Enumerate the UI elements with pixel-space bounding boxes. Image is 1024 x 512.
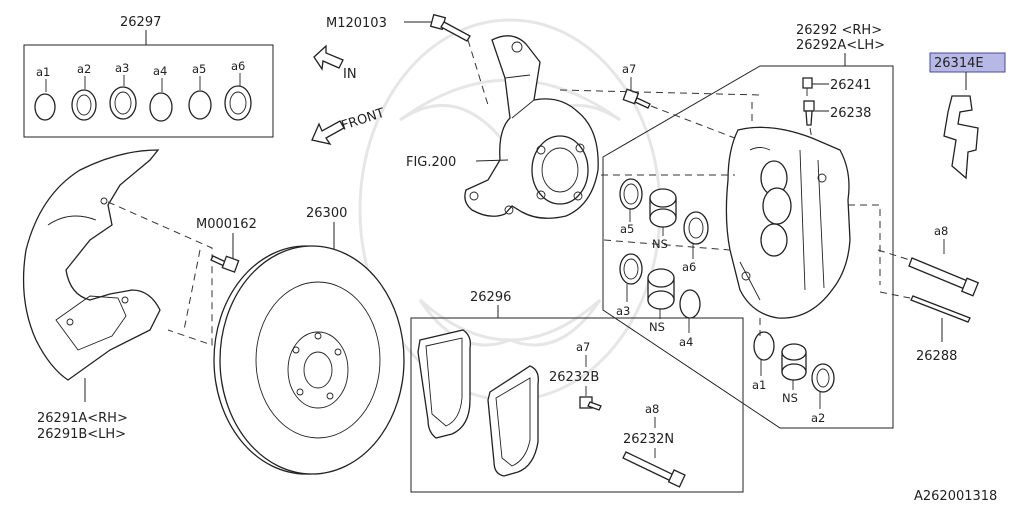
callout-a6-caliper: a6 bbox=[682, 260, 696, 274]
callout-a4-caliper: a4 bbox=[679, 335, 693, 349]
brake-pad-group: 26296 a7 26232B a8 26232N bbox=[410, 290, 744, 493]
ns-label-upper: NS bbox=[652, 237, 668, 251]
brake-pad-inner bbox=[417, 329, 471, 439]
knuckle-bolt-icon bbox=[429, 13, 471, 42]
callout-a7-top: a7 bbox=[622, 62, 636, 76]
callout-a3: a3 bbox=[115, 61, 129, 75]
piston-upper bbox=[649, 188, 677, 228]
part-26300-label: 26300 bbox=[306, 206, 347, 221]
guide-pin-group: a8 26288 bbox=[877, 224, 980, 364]
seal-a6 bbox=[683, 211, 709, 245]
seal-ring-a2 bbox=[71, 89, 97, 121]
caliper-body bbox=[725, 126, 851, 319]
callout-a4: a4 bbox=[153, 64, 167, 78]
front-arrow-icon bbox=[311, 120, 345, 145]
callout-a5: a5 bbox=[192, 62, 206, 76]
caliper-rh-label: 26292 <RH> bbox=[796, 23, 882, 38]
part-m000162-label: M000162 bbox=[196, 217, 257, 232]
part-26232n-label: 26232N bbox=[623, 432, 674, 447]
in-label: IN bbox=[343, 67, 357, 82]
part-m120103-label: M120103 bbox=[326, 16, 387, 31]
callout-a3-caliper: a3 bbox=[616, 304, 630, 318]
callout-a7-pad: a7 bbox=[576, 340, 590, 354]
seal-ring-a6 bbox=[224, 85, 252, 121]
part-26314e-highlight bbox=[929, 52, 1006, 73]
pad-bolt-icon bbox=[579, 396, 602, 411]
diagram-id: A262001318 bbox=[914, 489, 997, 504]
caliper-assembly-group: 26292 <RH> 26292A<LH> 26241 26238 a7 bbox=[559, 23, 894, 429]
part-26291a-label: 26291A<RH> bbox=[37, 411, 128, 426]
ns-label-lower: NS bbox=[649, 320, 665, 334]
part-26288-label: 26288 bbox=[916, 349, 957, 364]
seal-a3 bbox=[619, 253, 643, 285]
dust-cover-shield bbox=[22, 149, 161, 381]
part-26314e-group: 26314E bbox=[929, 52, 1006, 180]
callout-a2-caliper: a2 bbox=[811, 411, 825, 425]
steering-knuckle: M120103 FIG.200 bbox=[326, 13, 599, 219]
seal-a1-caliper bbox=[753, 331, 775, 361]
bleeder-screw-icon bbox=[803, 100, 815, 126]
seal-a4 bbox=[679, 289, 701, 319]
callout-a8-right: a8 bbox=[934, 224, 948, 238]
callout-a5-caliper: a5 bbox=[620, 222, 634, 236]
seal-a2-caliper bbox=[811, 363, 835, 393]
callout-a8-pad: a8 bbox=[645, 402, 659, 416]
pad-box-frame bbox=[410, 317, 744, 493]
bleeder-cap-icon bbox=[802, 77, 813, 96]
callout-a6: a6 bbox=[231, 59, 245, 73]
pad-pin-26288-icon bbox=[910, 295, 971, 323]
brake-rotor-group: 26300 bbox=[213, 206, 405, 475]
part-26291b-label: 26291B<LH> bbox=[37, 427, 126, 442]
dust-cover-group: 26291A<RH> 26291B<LH> bbox=[22, 149, 213, 442]
seal-kit-group: 26297 a1 a2 a3 a4 a5 a6 bbox=[23, 15, 274, 138]
cover-bolt-icon bbox=[221, 255, 240, 273]
seal-ring-a1 bbox=[34, 93, 56, 121]
piston-lower bbox=[647, 268, 675, 310]
brake-pad-outer bbox=[487, 365, 539, 477]
front-label: FRONT bbox=[340, 106, 387, 134]
part-26241-label: 26241 bbox=[830, 78, 871, 93]
callout-a1-caliper: a1 bbox=[752, 378, 766, 392]
caliper-lh-label: 26292A<LH> bbox=[796, 38, 885, 53]
piston-right bbox=[781, 343, 807, 381]
part-26296-label: 26296 bbox=[470, 290, 511, 305]
seal-ring-a3 bbox=[109, 86, 137, 120]
caliper-box-frame bbox=[602, 65, 894, 429]
callout-a1: a1 bbox=[36, 65, 50, 79]
ns-label-right: NS bbox=[782, 391, 798, 405]
callout-a2: a2 bbox=[77, 62, 91, 76]
caliper-bolt-a7-icon bbox=[622, 88, 651, 109]
part-26232b-label: 26232B bbox=[549, 370, 599, 385]
seal-ring-a5 bbox=[188, 90, 212, 120]
part-26238-label: 26238 bbox=[830, 106, 871, 121]
cover-bolt-group: M000162 bbox=[196, 217, 257, 273]
seal-ring-a4 bbox=[149, 92, 173, 122]
part-26297-label: 26297 bbox=[120, 15, 161, 30]
in-arrow-icon bbox=[313, 44, 344, 71]
guide-pin-a8-icon bbox=[908, 257, 971, 291]
seal-a5 bbox=[619, 178, 643, 210]
part-26314e-label: 26314E bbox=[934, 56, 984, 71]
pad-pin-26232n-icon bbox=[622, 451, 677, 483]
anti-rattle-clip-icon bbox=[943, 95, 979, 180]
fig200-label: FIG.200 bbox=[406, 155, 456, 170]
